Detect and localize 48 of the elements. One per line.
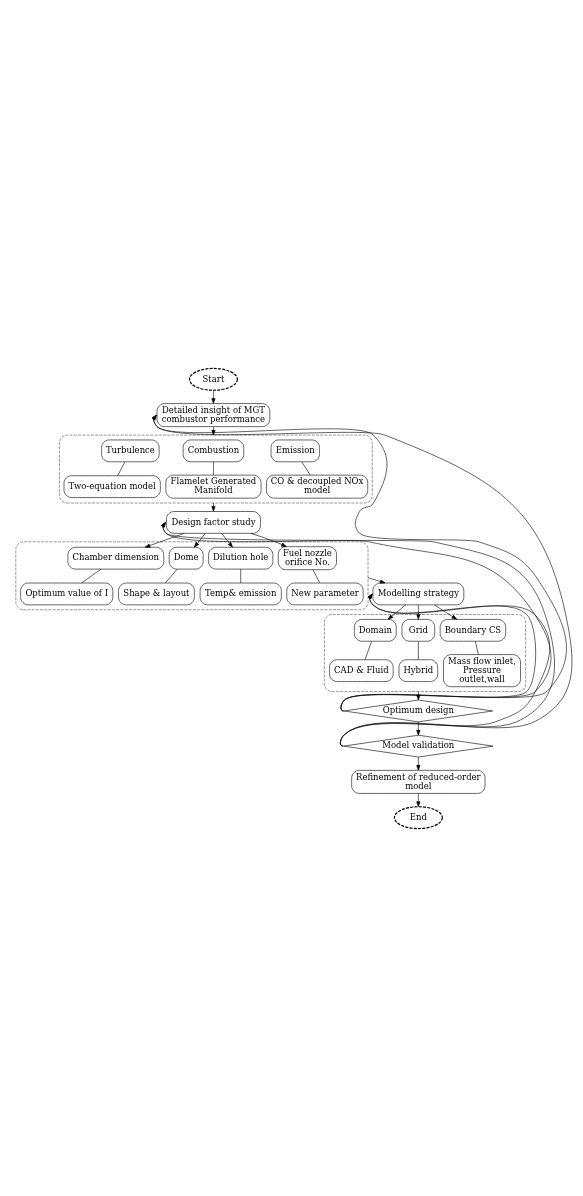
node-box: Optimum value of I [20, 582, 114, 605]
node-box: Two-equation model [63, 474, 161, 498]
node-box: Dome [168, 546, 204, 569]
node-diamond: Optimum design [343, 699, 493, 722]
arrow [161, 521, 555, 746]
connector [81, 568, 102, 583]
node-box: Mass flow inlet, Pressure outlet,wall [443, 653, 521, 687]
arrow [161, 521, 552, 711]
node-box: Dilution hole [208, 546, 274, 569]
node-box: Grid [401, 618, 436, 642]
node-diamond: Model validation [343, 734, 494, 757]
cluster [59, 434, 373, 503]
node-box: Refinement of reduced-order model [351, 769, 486, 794]
node-box: New parameter [286, 582, 364, 605]
node-box: Modelling strategy [372, 582, 465, 605]
node-box: CAD & Fluid [329, 658, 394, 682]
arrow [211, 502, 216, 512]
arrow [416, 792, 421, 807]
arrow [434, 604, 458, 620]
node-box: Shape & layout [118, 582, 195, 605]
node-box: CO & decoupled NOx model [266, 474, 369, 498]
arrow [367, 576, 386, 583]
node-box: Hybrid [398, 658, 439, 682]
node-box: Combustion [182, 439, 245, 462]
arrow [250, 532, 287, 547]
arrow [416, 690, 421, 700]
arrow [221, 532, 233, 548]
arrow [194, 532, 206, 548]
arrow [416, 604, 421, 620]
arrow [416, 721, 421, 735]
arrow [340, 593, 550, 746]
arrow [340, 593, 536, 711]
node-box: Emission [270, 439, 320, 462]
node-box: Detailed insight of MGT combustor performance [156, 402, 271, 427]
node-box: Domain [354, 618, 397, 642]
node-box: Turbulence [101, 439, 160, 462]
node-box: Temp& emission [199, 582, 282, 605]
node-box: Flamelet Generated Manifold [165, 474, 262, 498]
arrow [416, 756, 421, 770]
node-box: Boundary CS [439, 618, 506, 642]
node-box: Fuel nozzle orifice No. [278, 545, 337, 570]
arrow [144, 532, 185, 548]
arrow [211, 389, 216, 404]
arrow [387, 604, 406, 620]
node-ellipse: End [393, 805, 443, 829]
node-box: Design factor study [166, 510, 261, 534]
node-ellipse: Start [188, 367, 238, 391]
node-box: Chamber dimension [67, 546, 165, 569]
